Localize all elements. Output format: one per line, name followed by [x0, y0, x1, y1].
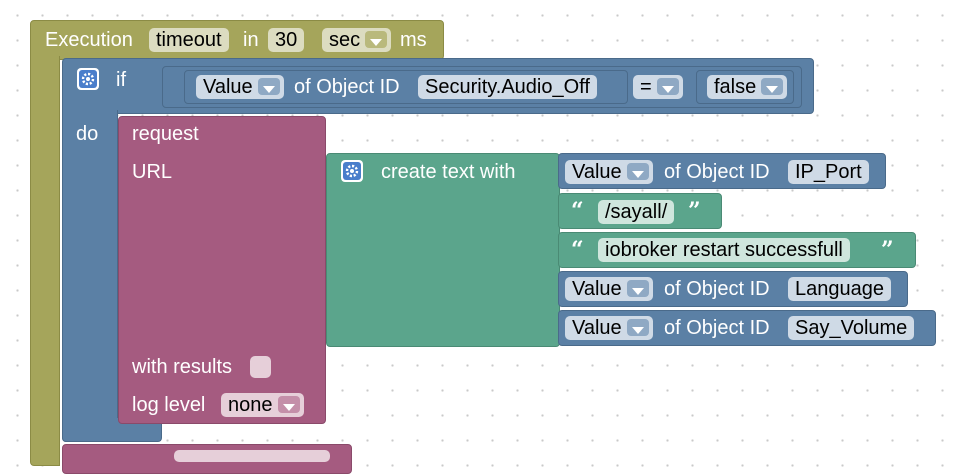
chevron-down-icon: [626, 163, 649, 181]
object-id-field[interactable]: IP_Port: [788, 160, 869, 184]
value-dropdown[interactable]: Value: [565, 316, 653, 340]
if-label: if: [116, 69, 126, 91]
timeout-amount-field[interactable]: 30: [268, 28, 305, 52]
boolean-dropdown[interactable]: false: [707, 75, 788, 99]
text-field[interactable]: iobroker restart successfull: [598, 238, 850, 262]
request-block[interactable]: [118, 116, 326, 424]
unit-suffix-label: ms: [400, 29, 427, 51]
value-dropdown[interactable]: Value: [196, 75, 284, 99]
with-results-label: with results: [132, 356, 233, 378]
of-object-id-label: of Object ID: [664, 278, 770, 300]
in-label: in: [243, 29, 259, 51]
operator-dropdown[interactable]: =: [633, 75, 683, 99]
if-block-do-column[interactable]: [62, 110, 118, 442]
value-dropdown[interactable]: Value: [565, 160, 653, 184]
chevron-down-icon: [626, 319, 649, 337]
timeout-unit-value: sec: [329, 29, 361, 51]
value-dropdown[interactable]: Value: [565, 277, 653, 301]
do-label: do: [76, 123, 99, 145]
text-field[interactable]: /sayall/: [598, 200, 675, 224]
chevron-down-icon: [761, 78, 784, 96]
close-quote-icon: ”: [688, 198, 701, 224]
url-label: URL: [132, 161, 173, 183]
mutator-gear-button[interactable]: [77, 68, 99, 90]
timeout-variable-field[interactable]: timeout: [149, 28, 229, 52]
open-quote-icon: “: [571, 237, 584, 263]
chevron-down-icon: [365, 31, 388, 49]
gear-icon: [79, 70, 97, 88]
create-text-block[interactable]: [326, 153, 560, 347]
execution-timeout-block-body[interactable]: [30, 56, 60, 466]
object-id-field[interactable]: Say_Volume: [788, 316, 915, 340]
execution-label: Execution: [45, 29, 133, 51]
with-results-checkbox[interactable]: [250, 356, 271, 378]
value-dropdown-text: Value: [572, 317, 622, 339]
timeout-unit-dropdown[interactable]: sec: [322, 28, 392, 52]
close-quote-icon: ”: [881, 237, 894, 263]
chevron-down-icon: [626, 280, 649, 298]
request-label: request: [132, 123, 199, 145]
chevron-down-icon: [257, 78, 280, 96]
of-object-id-label: of Object ID: [664, 317, 770, 339]
open-quote-icon: “: [571, 198, 584, 224]
value-dropdown-text: Value: [572, 161, 622, 183]
gear-icon: [343, 162, 361, 180]
log-level-dropdown[interactable]: none: [221, 393, 304, 417]
value-dropdown-text: Value: [203, 76, 253, 98]
value-dropdown-text: Value: [572, 278, 622, 300]
log-level-value: none: [228, 394, 273, 416]
chevron-down-icon: [277, 396, 300, 414]
operator-value: =: [640, 76, 652, 98]
object-id-field[interactable]: Security.Audio_Off: [418, 75, 597, 99]
of-object-id-label: of Object ID: [664, 161, 770, 183]
object-id-field[interactable]: Language: [788, 277, 891, 301]
of-object-id-label: of Object ID: [294, 76, 400, 98]
boolean-value: false: [714, 76, 757, 98]
create-text-label: create text with: [381, 161, 516, 183]
create-text-gear-button[interactable]: [341, 160, 363, 182]
log-level-label: log level: [132, 394, 206, 416]
next-block-field[interactable]: [174, 450, 330, 462]
chevron-down-icon: [656, 78, 679, 96]
